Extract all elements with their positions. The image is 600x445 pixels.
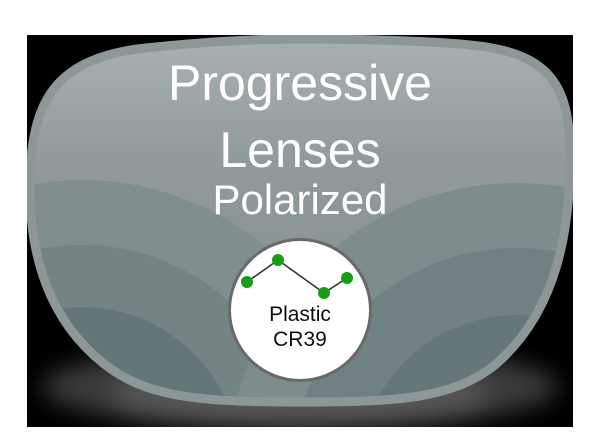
green-dot-1 bbox=[241, 276, 253, 288]
zigzag-line bbox=[246, 259, 348, 294]
zigzag-progressive-corridor-icon bbox=[241, 254, 353, 299]
material-name: Plastic bbox=[269, 303, 331, 326]
green-dot-2 bbox=[272, 254, 284, 266]
green-dot-3 bbox=[318, 287, 330, 299]
lens-shape-illustration bbox=[27, 35, 573, 427]
bottom-left-arc-fan bbox=[29, 180, 367, 402]
black-backdrop bbox=[27, 35, 573, 427]
green-dot-4 bbox=[341, 272, 353, 284]
lens-rim bbox=[27, 35, 573, 407]
top-sheen bbox=[29, 39, 571, 165]
material-badge: Plastic CR39 bbox=[228, 238, 372, 382]
material-code: CR39 bbox=[273, 328, 327, 351]
material-label: Plastic CR39 bbox=[231, 302, 369, 352]
